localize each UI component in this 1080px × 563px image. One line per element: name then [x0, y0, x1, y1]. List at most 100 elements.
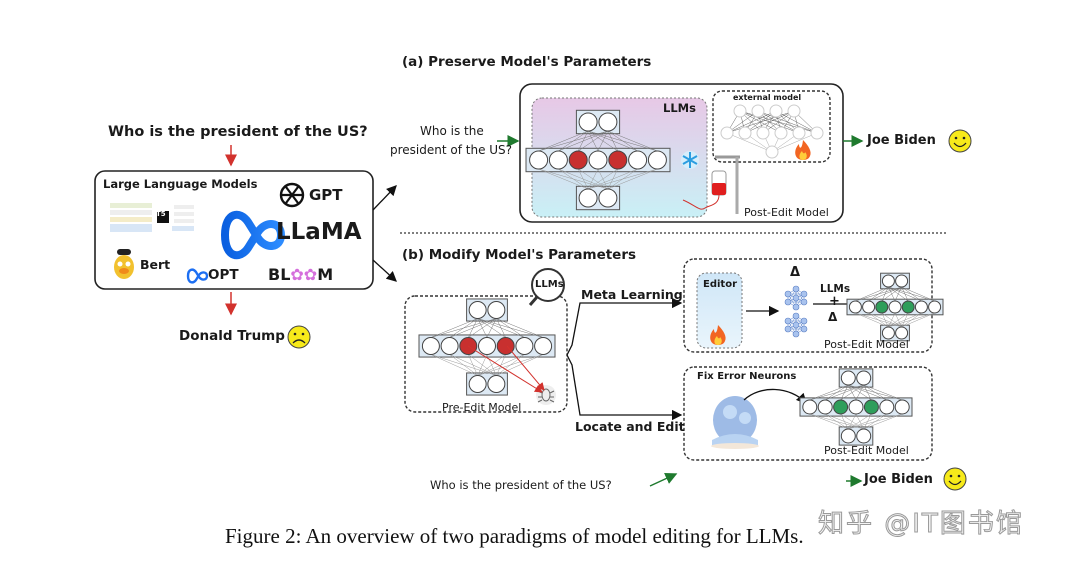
neuron — [534, 337, 553, 355]
edge — [607, 168, 658, 190]
figure-caption: Figure 2: An overview of two paradigms o… — [225, 524, 804, 548]
neuron — [817, 399, 833, 415]
llama-label: LLaMA — [276, 219, 362, 245]
neuron — [487, 375, 506, 393]
neuron — [792, 330, 800, 338]
neuron — [578, 188, 598, 208]
neuron — [848, 399, 864, 415]
gpt-logo-icon — [279, 182, 305, 208]
neuron — [784, 317, 792, 325]
edge — [726, 110, 777, 134]
neuron — [598, 188, 618, 208]
edge — [726, 110, 795, 134]
neuron — [792, 303, 800, 311]
neuron — [800, 290, 808, 298]
llm-network-a — [525, 109, 671, 211]
neuron — [802, 399, 818, 415]
edge — [901, 286, 935, 302]
edge — [894, 286, 902, 302]
panel-a-question-line1: Who is the — [420, 124, 484, 138]
neuron — [840, 428, 856, 444]
pre-edit-network — [418, 298, 556, 396]
neuron — [800, 298, 808, 306]
edge — [430, 354, 478, 376]
neuron — [529, 150, 549, 170]
neuron — [895, 326, 909, 340]
neuron — [840, 370, 856, 386]
edge — [597, 130, 609, 152]
error-trace-line — [506, 345, 545, 391]
delta-label-bottom: Δ — [828, 310, 838, 324]
neuron — [881, 326, 895, 340]
neuron — [440, 337, 459, 355]
neuron — [720, 126, 734, 140]
edge — [496, 318, 506, 338]
edited-neuron — [568, 150, 588, 170]
fix-error-neurons-label: Fix Error Neurons — [697, 371, 797, 382]
edge — [496, 354, 544, 376]
edge — [477, 354, 488, 376]
snowflake-icon — [681, 151, 699, 169]
meta-post-edit-label: Post-Edit Model — [824, 338, 909, 351]
neuron — [856, 428, 872, 444]
post-edit-network-locate — [799, 368, 913, 446]
panel-b-input-arrow — [649, 472, 678, 487]
edge — [430, 318, 478, 338]
edge — [881, 312, 889, 328]
neuron — [800, 317, 808, 325]
llms-plus-label: LLMs — [820, 283, 851, 295]
edge — [430, 318, 497, 338]
opt-label: OPT — [208, 267, 239, 283]
edge — [771, 132, 818, 153]
pre-edit-label: Pre-Edit Model — [442, 401, 522, 414]
magnifier-label: LLMs — [535, 279, 564, 290]
bert-label: Bert — [140, 257, 171, 272]
magnifier-icon — [528, 268, 565, 306]
gpt-label: GPT — [309, 186, 343, 204]
neuron — [856, 370, 872, 386]
external-model-network — [720, 104, 824, 159]
edge — [468, 354, 478, 376]
panel-b-title: (b) Modify Model's Parameters — [402, 247, 637, 263]
edge — [888, 312, 896, 328]
neuron — [894, 399, 910, 415]
edge — [855, 312, 889, 328]
neuron — [800, 325, 808, 333]
edge — [868, 286, 902, 302]
neuron — [578, 112, 598, 132]
watermark: 知乎 @IT图书馆 — [818, 509, 1024, 540]
panel-b-question: Who is the president of the US? — [430, 478, 612, 492]
edge — [607, 130, 638, 152]
neuron — [487, 301, 506, 319]
neuron — [848, 300, 862, 314]
edge — [558, 168, 589, 190]
neuron — [774, 126, 788, 140]
t5-label: T5 — [156, 210, 166, 218]
edited-neuron — [875, 300, 889, 314]
locate-edit-branch — [566, 354, 683, 421]
edge — [825, 413, 849, 430]
locate-post-edit-label: Post-Edit Model — [824, 444, 909, 457]
edge — [863, 384, 903, 401]
edge — [607, 130, 619, 152]
edge — [588, 168, 638, 190]
happy-face-icon — [943, 467, 967, 491]
edge — [863, 384, 887, 401]
edge — [744, 110, 795, 134]
neuron — [515, 337, 534, 355]
edge — [809, 384, 849, 401]
edited-neuron — [901, 300, 915, 314]
edge — [449, 318, 497, 338]
edge — [825, 384, 864, 401]
neuron — [765, 145, 779, 159]
left-question: Who is the president of the US? — [108, 124, 368, 140]
edge — [496, 318, 525, 338]
delta-network-icons — [784, 285, 808, 338]
edge — [901, 286, 922, 302]
panel-a-title: (a) Preserve Model's Parameters — [402, 54, 652, 70]
neuron — [914, 300, 928, 314]
locate-edit-label: Locate and Edit — [575, 419, 685, 434]
edge — [855, 384, 864, 401]
neuron — [784, 298, 792, 306]
fire-icon — [710, 325, 726, 345]
